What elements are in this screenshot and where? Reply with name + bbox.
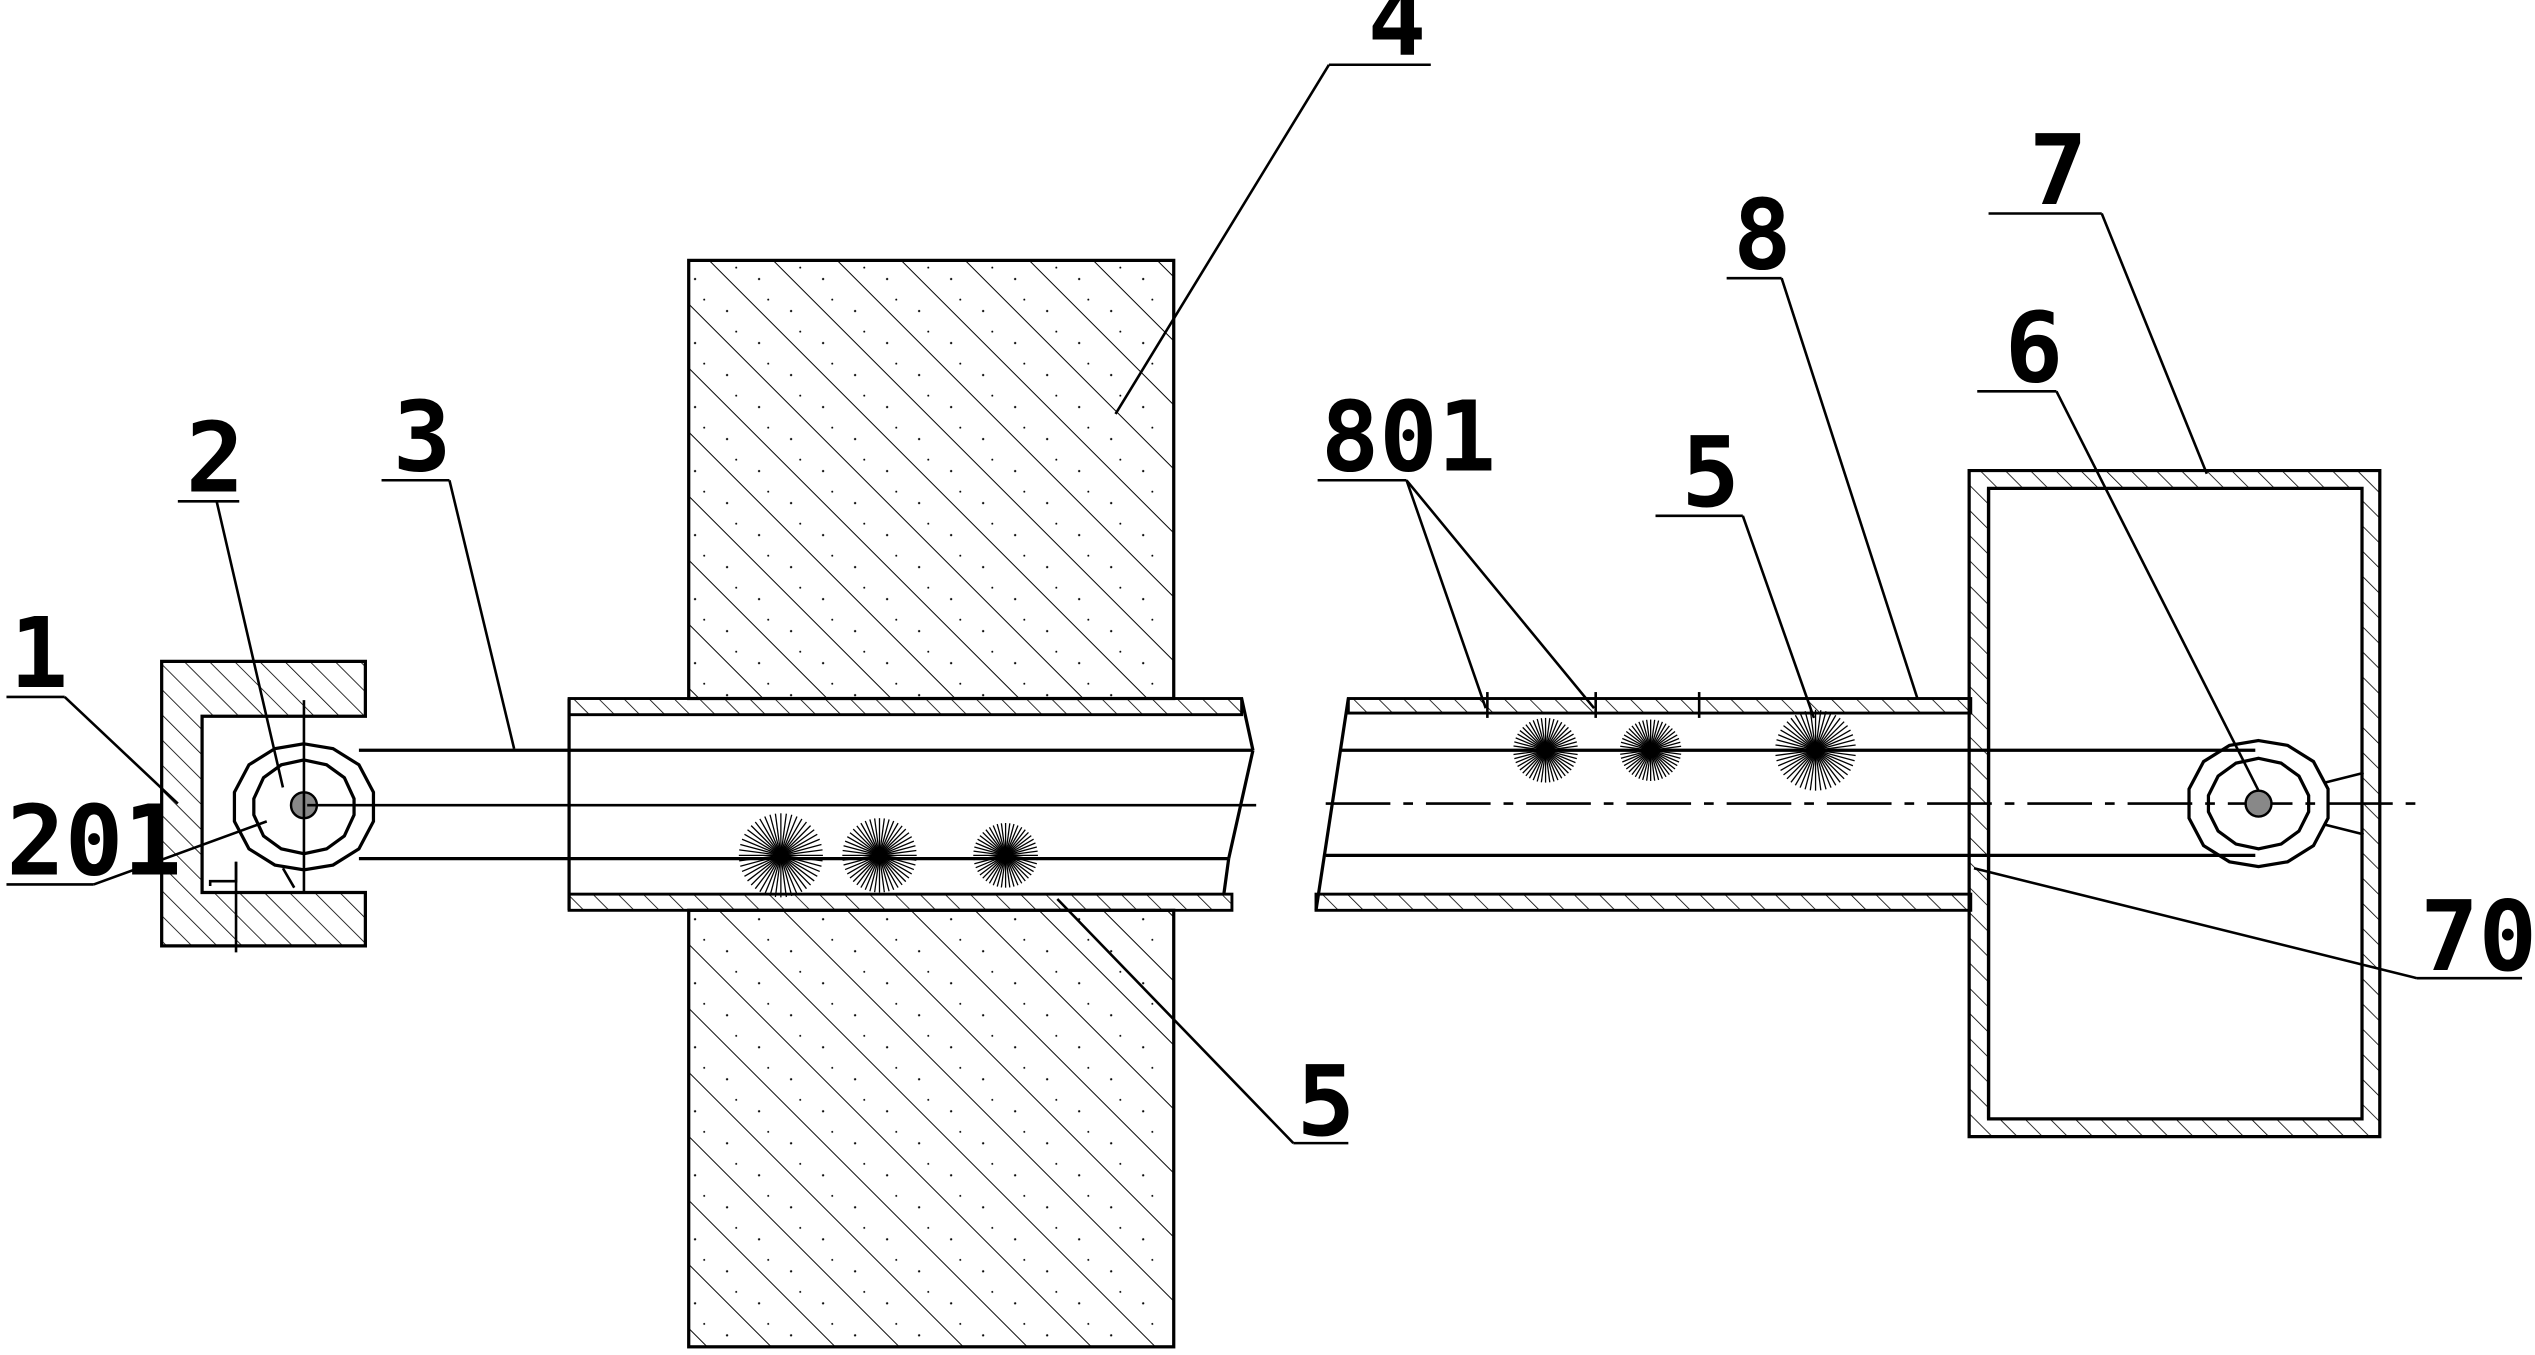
left-rod xyxy=(307,748,1257,861)
brushes-left xyxy=(738,813,1038,898)
left-bracket xyxy=(160,659,367,953)
label-6: 6 xyxy=(2005,292,2063,405)
right-pivot-joint xyxy=(2187,738,2364,869)
pivot-pin-right xyxy=(2244,789,2273,818)
brush-icon xyxy=(1513,717,1578,783)
label-2: 2 xyxy=(186,402,244,515)
brush-icon xyxy=(1619,719,1682,781)
brush-icon xyxy=(1775,709,1856,791)
right-housing xyxy=(1967,468,2382,1139)
brushes-right xyxy=(1513,709,1856,791)
label-5-upper: 5 xyxy=(1681,416,1739,529)
left-sleeve xyxy=(567,697,1255,912)
label-3: 3 xyxy=(393,381,451,494)
label-5-lower: 5 xyxy=(1297,1045,1355,1158)
label-801: 801 xyxy=(1321,381,1496,494)
wall-lower xyxy=(687,908,1176,1349)
label-4: 4 xyxy=(1368,0,1426,78)
wall xyxy=(687,258,1176,1349)
wall-upper xyxy=(687,258,1176,701)
reference-labels: 1 2 201 3 4 5 5 6 7 701 8 801 xyxy=(6,0,2535,1158)
label-1: 1 xyxy=(10,597,68,710)
brush-icon xyxy=(842,818,917,893)
brush-icon xyxy=(738,813,823,898)
brush-icon xyxy=(973,823,1038,888)
label-701: 701 xyxy=(2420,880,2535,993)
label-201: 201 xyxy=(6,785,181,898)
leader-lines xyxy=(6,63,2523,1145)
label-8: 8 xyxy=(1733,178,1791,291)
left-pivot-joint xyxy=(232,700,376,893)
label-7: 7 xyxy=(2029,114,2087,227)
